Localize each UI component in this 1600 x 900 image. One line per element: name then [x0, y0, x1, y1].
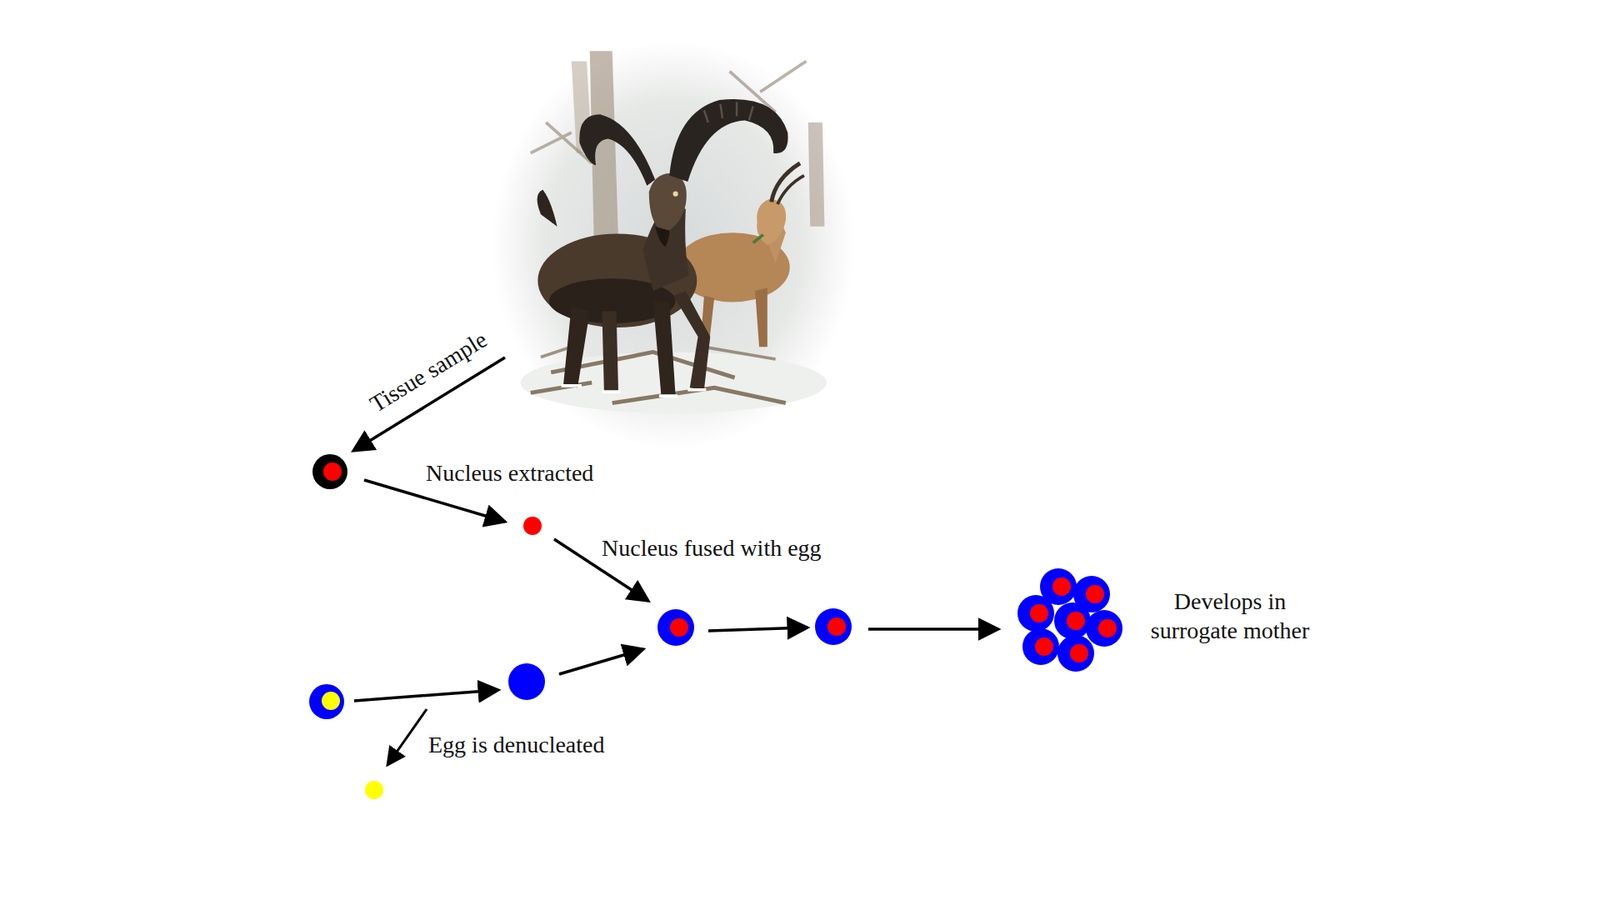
fused-cell	[815, 608, 852, 645]
merge-arrow	[559, 649, 644, 675]
embryo-arrow	[868, 627, 999, 631]
fused-nucleus	[827, 617, 846, 636]
removed-nucleus-arrow	[387, 709, 427, 765]
develop-arrow	[708, 627, 808, 631]
step-label: Egg is denucleated	[428, 730, 605, 760]
enucleated-egg	[508, 663, 545, 700]
ibex-illustration	[491, 40, 855, 450]
somatic-nucleus	[323, 462, 342, 481]
egg-cell	[309, 684, 345, 720]
fused-nucleus	[670, 618, 689, 637]
embryo-cluster	[1017, 568, 1123, 672]
step-label: Nucleus extracted	[425, 458, 594, 488]
removed-nucleus	[365, 780, 384, 800]
enucleate-arrow	[354, 690, 499, 701]
somatic-cell	[312, 454, 348, 490]
fused-cell	[657, 609, 695, 646]
egg-nucleus	[321, 691, 340, 710]
extracted-nucleus	[523, 516, 542, 535]
step-label: Nucleus fused with egg	[601, 533, 822, 563]
extract-arrow	[364, 480, 505, 522]
step-label: Develops in surrogate mother	[1133, 586, 1327, 645]
